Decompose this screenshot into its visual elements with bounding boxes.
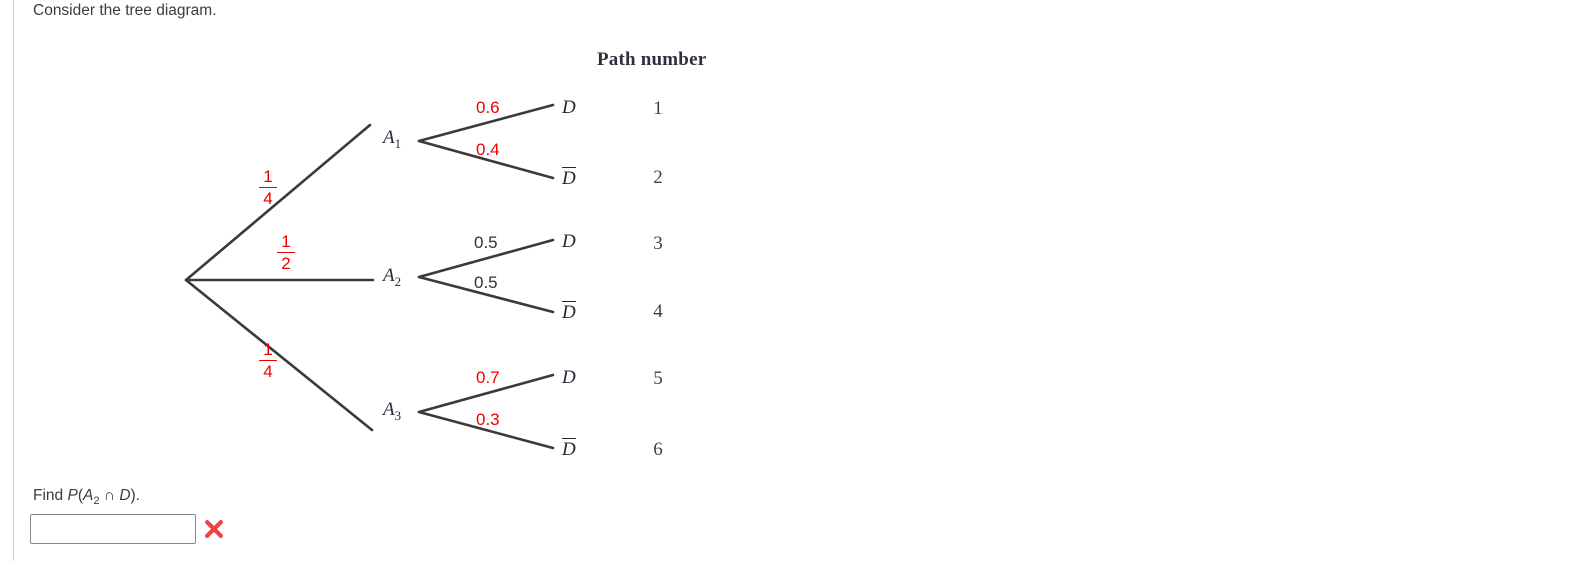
branch-a2-to-d bbox=[417, 238, 555, 279]
tree-branch-lines bbox=[184, 103, 555, 450]
intersection-symbol: ∩ bbox=[99, 487, 120, 504]
fraction-bar bbox=[277, 252, 295, 253]
leaf-label-path-6: D bbox=[562, 438, 576, 459]
probability-symbol: P bbox=[67, 487, 78, 504]
event-letter: A bbox=[82, 487, 94, 504]
fraction-denominator: 4 bbox=[263, 189, 273, 208]
cross-icon bbox=[205, 520, 223, 538]
path-number-3: 3 bbox=[653, 233, 663, 254]
branch-a3-to-d bbox=[417, 373, 555, 414]
probability-a1-to-d: 0.6 bbox=[476, 98, 500, 117]
leaf-label-path-2: D bbox=[562, 167, 576, 188]
fraction-denominator: 4 bbox=[263, 362, 273, 381]
path-number-2: 2 bbox=[653, 167, 663, 188]
fraction-denominator: 2 bbox=[281, 254, 291, 273]
probability-root-to-a3: 1 4 bbox=[259, 341, 277, 380]
branch-root-to-a3 bbox=[184, 278, 374, 432]
leaf-label-path-1: D bbox=[562, 98, 576, 117]
leaf-label-path-5: D bbox=[562, 368, 576, 387]
probability-a1-to-dbar: 0.4 bbox=[476, 140, 500, 159]
leaf-letter: D bbox=[562, 231, 576, 252]
prompt-text: Consider the tree diagram. bbox=[33, 2, 217, 19]
leaf-letter: D bbox=[562, 367, 576, 388]
leaf-letter-complement: D bbox=[562, 301, 576, 323]
node-a3-letter: A bbox=[383, 399, 395, 420]
leaf-letter-complement: D bbox=[562, 167, 576, 189]
node-label-a1: A1 bbox=[383, 128, 401, 151]
fraction-numerator: 1 bbox=[263, 167, 273, 186]
answer-input[interactable] bbox=[30, 514, 196, 544]
path-number-header: Path number bbox=[597, 49, 707, 70]
probability-a3-to-d: 0.7 bbox=[476, 368, 500, 387]
node-label-a2: A2 bbox=[383, 266, 401, 289]
branch-a2-to-dbar bbox=[417, 275, 555, 314]
second-event-letter: D bbox=[119, 487, 131, 504]
branch-a1-to-dbar bbox=[417, 139, 555, 180]
probability-a3-to-dbar: 0.3 bbox=[476, 410, 500, 429]
leaf-letter: D bbox=[562, 97, 576, 118]
fraction-numerator: 1 bbox=[281, 232, 291, 251]
fraction-bar bbox=[259, 187, 277, 188]
leaf-letter-complement: D bbox=[562, 438, 576, 460]
branch-root-to-a1 bbox=[184, 123, 372, 282]
probability-root-to-a1: 1 4 bbox=[259, 168, 277, 207]
branch-a1-to-d bbox=[417, 103, 555, 143]
path-number-1: 1 bbox=[653, 98, 663, 119]
node-a3-sub: 3 bbox=[394, 407, 402, 423]
node-a2-letter: A bbox=[383, 265, 395, 286]
close-paren: ). bbox=[130, 487, 140, 504]
panel-left-rule bbox=[13, 0, 14, 561]
question-text: Find P(A2 ∩ D). bbox=[33, 487, 140, 507]
path-number-4: 4 bbox=[653, 301, 663, 322]
path-number-5: 5 bbox=[653, 368, 663, 389]
fraction-bar bbox=[259, 360, 277, 361]
probability-root-to-a2: 1 2 bbox=[277, 233, 295, 272]
node-a1-letter: A bbox=[383, 127, 395, 148]
probability-a2-to-d: 0.5 bbox=[474, 233, 498, 252]
fraction-numerator: 1 bbox=[263, 340, 273, 359]
leaf-label-path-4: D bbox=[562, 301, 576, 322]
probability-a2-to-dbar: 0.5 bbox=[474, 273, 498, 292]
path-number-6: 6 bbox=[653, 439, 663, 460]
node-label-a3: A3 bbox=[383, 400, 401, 423]
question-prefix: Find bbox=[33, 487, 68, 504]
event-subscript: 2 bbox=[93, 495, 100, 508]
open-paren: ( bbox=[77, 487, 83, 504]
branch-a3-to-dbar bbox=[417, 410, 555, 450]
tree-diagram: Path number A1 A2 A3 1 4 1 2 1 4 0.6 0.4… bbox=[184, 49, 707, 460]
leaf-label-path-3: D bbox=[562, 232, 576, 251]
node-a1-sub: 1 bbox=[394, 135, 402, 151]
node-a2-sub: 2 bbox=[394, 273, 402, 289]
